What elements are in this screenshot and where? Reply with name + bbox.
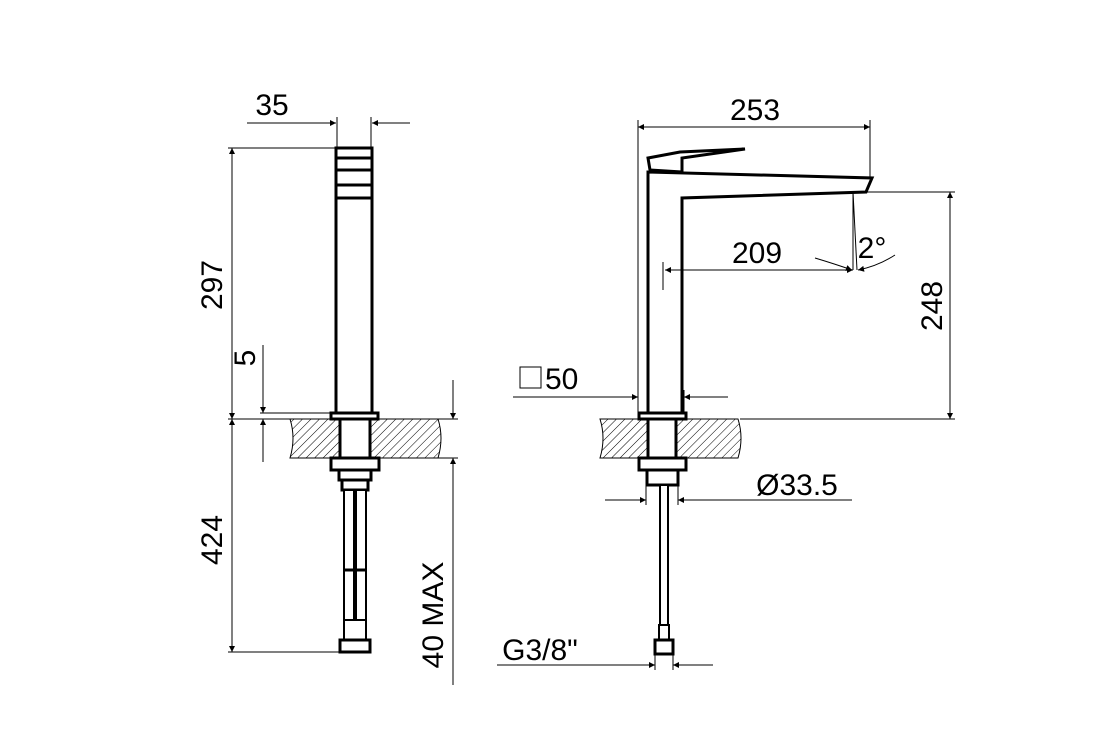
lever-handle: [646, 147, 746, 174]
hose-right: [355, 489, 367, 621]
dim-below-side: 424: [196, 515, 229, 565]
fitting-side-2: [340, 478, 370, 492]
dim-spout-height: 248: [916, 281, 949, 331]
hose-front: [659, 484, 669, 626]
shank-side: [338, 417, 372, 460]
dim-spout-reach: 209: [732, 237, 782, 270]
dim-reach: 253: [730, 94, 780, 127]
dim-height-side: 297: [196, 260, 229, 310]
faucet-body-front: [646, 170, 875, 415]
dim-base-square: 50: [545, 363, 578, 396]
dim-flange-side: 5: [229, 350, 262, 367]
bottom-nut-front: [653, 638, 675, 656]
dim-counter-max: 40 MAX: [417, 562, 450, 669]
dim-thread: G3/8": [502, 634, 578, 667]
bottom-nut-side: [338, 638, 372, 654]
shank-front: [646, 417, 678, 460]
hose-left: [343, 489, 355, 621]
side-view: 35 297 5 424 40 MAX: [196, 89, 458, 685]
front-view: 253 248 209 2° 50 Ø33.5 G: [497, 94, 955, 670]
dim-shank-diameter: Ø33.5: [756, 469, 838, 502]
dim-angle: 2°: [858, 232, 887, 265]
square-section-icon: [519, 366, 542, 389]
fitting-front: [645, 468, 680, 487]
faucet-body-side: [334, 146, 374, 415]
hose-end: [343, 619, 367, 641]
nut-front: [637, 456, 688, 472]
nut-side: [329, 456, 381, 472]
hose-end-front: [658, 624, 670, 641]
dim-width-side: 35: [255, 89, 288, 122]
